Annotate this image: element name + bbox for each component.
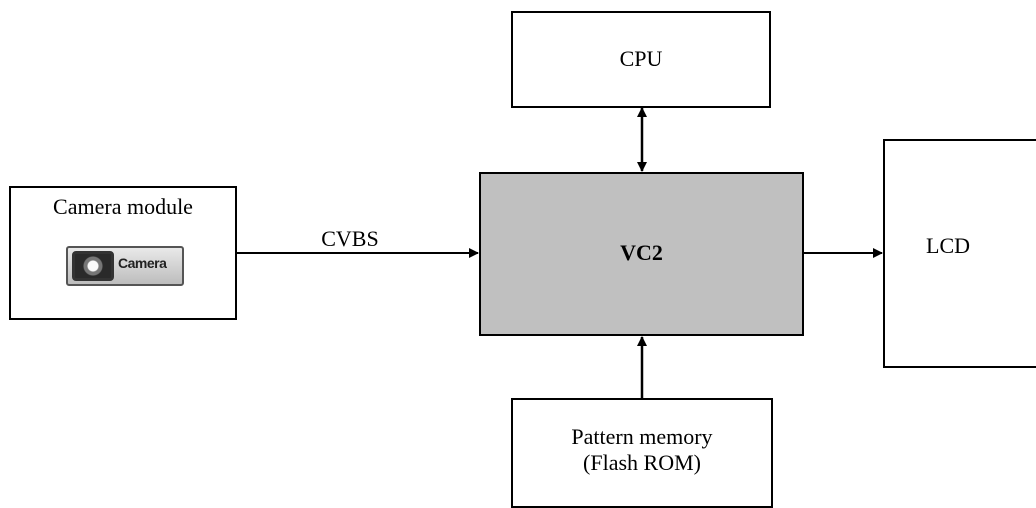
cpu-label: CPU — [619, 46, 663, 71]
vc2-block — [479, 172, 804, 336]
pattern-memory-label-line2: (Flash ROM) — [583, 450, 701, 475]
camera-icon: Camera — [66, 246, 184, 286]
pattern-memory-label-line1: Pattern memory — [571, 424, 713, 449]
lcd-block — [883, 139, 1036, 368]
cpu-block — [511, 11, 771, 108]
connector-lines — [236, 107, 883, 398]
lcd-label: LCD — [926, 233, 970, 258]
camera-icon-text: Camera — [118, 255, 167, 271]
cvbs-label: CVBS — [321, 226, 379, 251]
camera-lens-icon — [72, 251, 114, 281]
vc2-label: VC2 — [620, 240, 663, 265]
camera-module-label: Camera module — [53, 194, 193, 219]
